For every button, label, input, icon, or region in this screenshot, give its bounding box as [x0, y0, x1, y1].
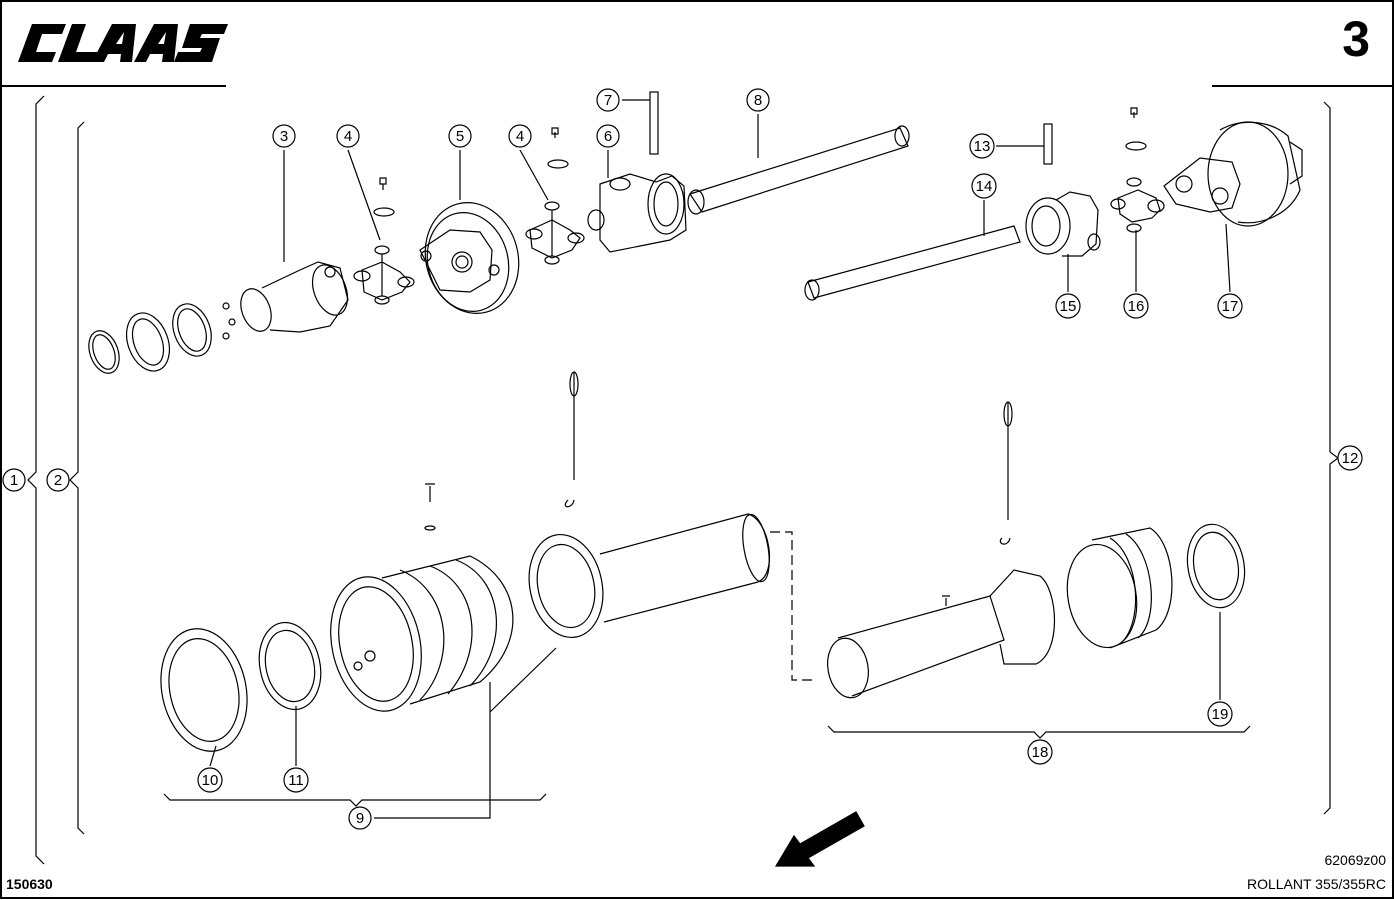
svg-text:7: 7	[604, 92, 612, 109]
bracket-9	[163, 793, 547, 807]
svg-text:10: 10	[202, 772, 219, 789]
svg-text:5: 5	[456, 128, 464, 145]
svg-text:12: 12	[1342, 450, 1359, 467]
svg-text:17: 17	[1222, 298, 1239, 315]
lower-assembly	[160, 371, 1246, 752]
callout-9: 9	[348, 806, 372, 830]
callout-1: 1	[2, 468, 26, 492]
callout-11: 11	[283, 767, 309, 793]
svg-text:9: 9	[356, 810, 364, 827]
callout-5: 5	[448, 124, 472, 148]
callout-10: 10	[197, 767, 223, 793]
claas-logo	[14, 18, 234, 74]
callout-14: 14	[971, 173, 997, 199]
upper-assembly	[88, 91, 1303, 374]
drawing-reference: 62069z00	[1324, 852, 1386, 868]
callout-6: 6	[596, 124, 620, 148]
svg-text:3: 3	[280, 128, 288, 145]
model-name: ROLLANT 355/355RC	[1246, 876, 1386, 892]
callout-4b: 4	[508, 124, 532, 148]
callout-7: 7	[596, 88, 620, 112]
callout-13: 13	[969, 133, 995, 159]
direction-arrow-icon	[774, 811, 865, 867]
svg-text:4: 4	[516, 128, 524, 145]
upper-leaders	[283, 99, 1231, 293]
svg-text:14: 14	[976, 178, 993, 195]
svg-text:2: 2	[54, 472, 62, 489]
lower-leaders	[209, 612, 1221, 819]
bracket-1	[27, 95, 45, 865]
callout-8: 8	[746, 88, 770, 112]
svg-text:15: 15	[1060, 298, 1077, 315]
callout-2: 2	[46, 468, 70, 492]
svg-text:1: 1	[10, 472, 18, 489]
bracket-12	[1323, 101, 1339, 815]
svg-text:19: 19	[1212, 706, 1229, 723]
svg-text:8: 8	[754, 92, 762, 109]
brand-wordmark	[18, 24, 228, 62]
svg-text:13: 13	[974, 138, 991, 155]
callout-19: 19	[1207, 701, 1233, 727]
svg-text:16: 16	[1128, 298, 1145, 315]
callout-3: 3	[272, 124, 296, 148]
page-number: 3	[1342, 11, 1370, 67]
svg-text:6: 6	[604, 128, 612, 145]
svg-text:18: 18	[1032, 744, 1049, 761]
callout-16: 16	[1123, 293, 1149, 319]
callout-17: 17	[1217, 293, 1243, 319]
callout-12: 12	[1337, 445, 1363, 471]
bracket-18	[827, 725, 1251, 739]
svg-text:11: 11	[288, 772, 304, 789]
svg-text:4: 4	[344, 128, 352, 145]
bracket-2	[69, 121, 85, 835]
callout-18: 18	[1027, 739, 1053, 765]
sheet-code: 150630	[6, 876, 53, 892]
callout-15: 15	[1055, 293, 1081, 319]
callout-4a: 4	[336, 124, 360, 148]
